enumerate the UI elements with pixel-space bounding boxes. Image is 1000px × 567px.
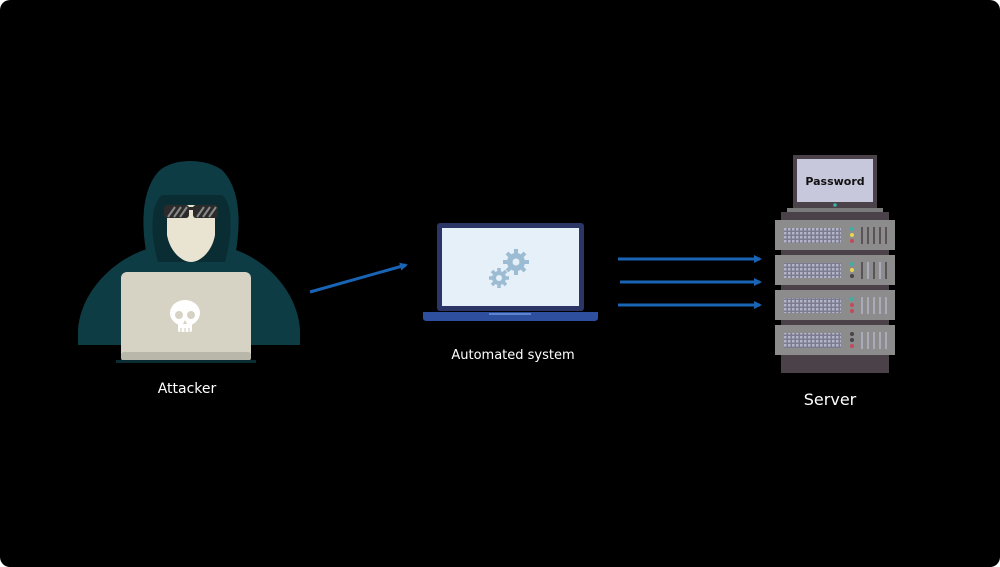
server-unit-1: [775, 220, 895, 250]
server-label: Server: [803, 390, 857, 409]
sunglasses-icon: [164, 205, 218, 218]
attacker-label: Attacker: [157, 381, 217, 397]
arrow-attacker-to-automated: [309, 262, 408, 294]
server-unit-4: [775, 325, 895, 355]
server-rack-icon: Password: [775, 155, 895, 373]
face: [167, 205, 215, 262]
gears-icon: [489, 249, 529, 288]
attacker-icon: [78, 161, 300, 363]
automated-system-laptop-icon: [423, 223, 598, 321]
automated-system-label: Automated system: [451, 348, 575, 363]
skull-icon: [170, 300, 200, 332]
server-unit-3: [775, 290, 895, 320]
password-label: Password: [805, 175, 864, 188]
server-unit-2: [775, 255, 895, 285]
